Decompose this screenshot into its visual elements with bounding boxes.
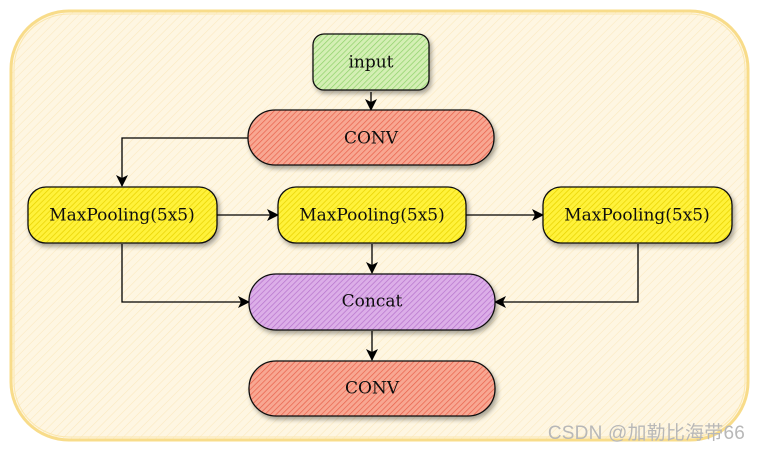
node-maxpool-1[interactable]: MaxPooling(5x5) — [27, 186, 218, 244]
node-conv-1[interactable]: CONV — [247, 109, 495, 166]
node-concat-label: Concat — [342, 292, 403, 312]
node-maxpool-3-box — [542, 186, 733, 244]
node-maxpool-1-label: MaxPooling(5x5) — [49, 206, 195, 226]
edge-conv1-to-pool1 — [116, 137, 248, 187]
node-concat[interactable]: Concat — [248, 273, 496, 331]
node-input-label: input — [348, 53, 393, 73]
node-conv-2-label: CONV — [345, 379, 400, 399]
node-conv-2-box — [248, 360, 496, 417]
node-maxpool-2-box — [277, 186, 467, 244]
edges — [116, 92, 639, 361]
node-maxpool-1-box — [27, 186, 218, 244]
node-conv-1-label: CONV — [344, 129, 399, 149]
node-conv-2[interactable]: CONV — [248, 360, 496, 417]
node-concat-box — [248, 273, 496, 331]
node-input-box — [312, 33, 430, 91]
watermark: CSDN @加勒比海带66 — [547, 423, 745, 444]
background-frame-inner-border — [13, 13, 746, 438]
edge-pool3-to-concat — [494, 244, 639, 308]
node-input[interactable]: input — [312, 33, 430, 91]
node-maxpool-2[interactable]: MaxPooling(5x5) — [277, 186, 467, 244]
node-maxpool-2-label: MaxPooling(5x5) — [299, 206, 445, 226]
node-maxpool-3[interactable]: MaxPooling(5x5) — [542, 186, 733, 244]
node-conv-1-box — [247, 109, 495, 166]
node-maxpool-3-label: MaxPooling(5x5) — [564, 206, 710, 226]
edge-pool1-to-concat — [121, 244, 250, 308]
